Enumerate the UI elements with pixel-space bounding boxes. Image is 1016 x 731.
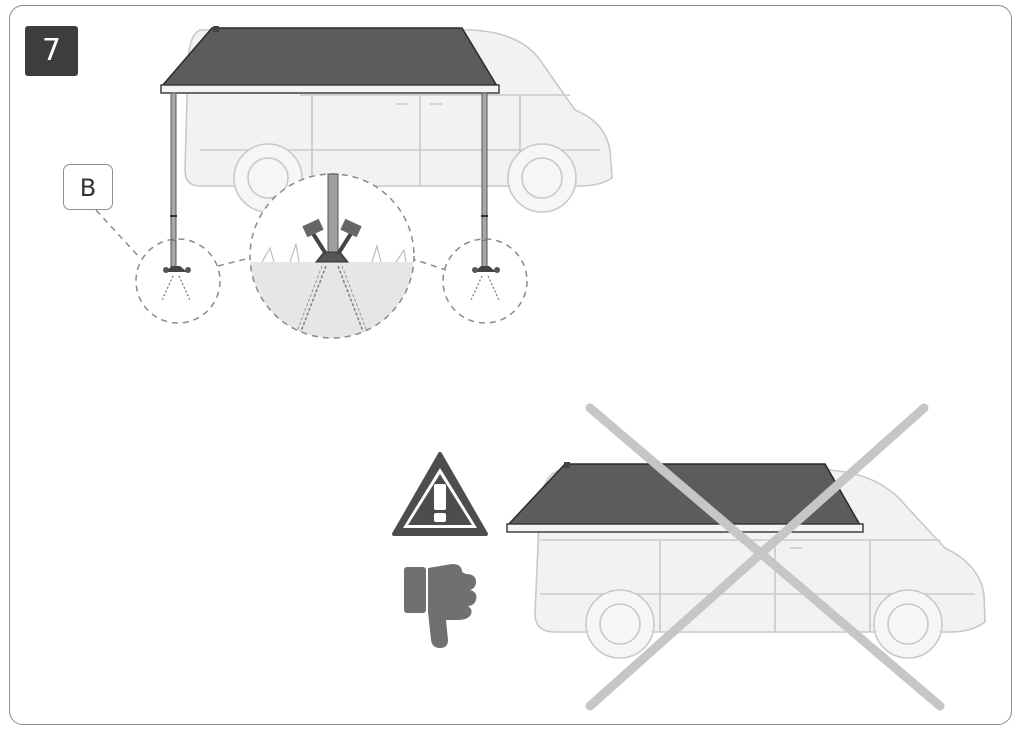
step-number-badge: 7	[25, 26, 78, 76]
thumbs-down-icon	[404, 564, 477, 648]
callout-label-b: B	[63, 164, 113, 210]
panel-frame	[9, 5, 1012, 725]
warning-triangle-icon	[392, 452, 488, 536]
detail-circle-right	[442, 238, 528, 324]
awning-bottom	[506, 462, 864, 533]
detail-circle-large	[249, 173, 415, 339]
awning-top	[160, 26, 500, 272]
cross-out-icon	[585, 403, 945, 711]
detail-circle-left	[135, 238, 221, 324]
